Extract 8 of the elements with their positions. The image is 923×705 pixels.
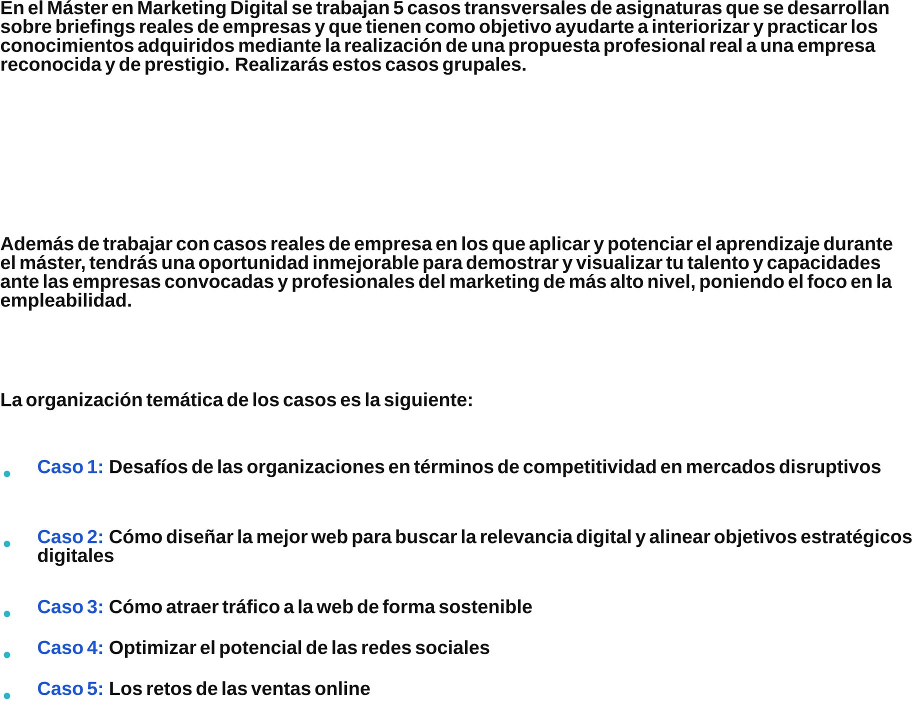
- paragraph: Además de trabajar con casos reales de empresa en los que aplicar y potenciar el aprendizaje durante el máster, tendrás una oportunidad inmejorable para demostrar y visualizar tu talento y capacidades ante las empresas convocadas y profesionales del marketing de más alto nivel, poniendo el foco en la empleabilidad.: [0, 236, 892, 311]
- list-item: Caso 2: Cómo diseñar la mejor web para buscar la relevancia digital y alinear objetivos estratégicos digitales: [38, 529, 912, 566]
- paragraph: En el Máster en Marketing Digital se trabajan 5 casos transversales de asignaturas que se desarrollan sobre briefings reales de empresas y que tienen como objetivo ayudarte a interiorizar y practicar los conocimientos adquiridos mediante la realización de una propuesta profesional real a una empresa reconocida y de prestigio. Realizarás estos casos grupales.: [0, 0, 888, 75]
- list-item: Caso 1: Desafíos de las organizaciones en términos de competitividad en mercados disruptivos: [38, 459, 881, 478]
- paragraph: La organización temática de los casos es la siguiente:: [1, 392, 472, 410]
- list-item: Caso 4: Optimizar el potencial de las redes sociales: [38, 640, 490, 658]
- list-item: Caso 5: Los retos de las ventas online: [38, 681, 370, 696]
- list-item: Caso 3: Cómo atraer tráfico a la web de forma sostenible: [38, 599, 532, 614]
